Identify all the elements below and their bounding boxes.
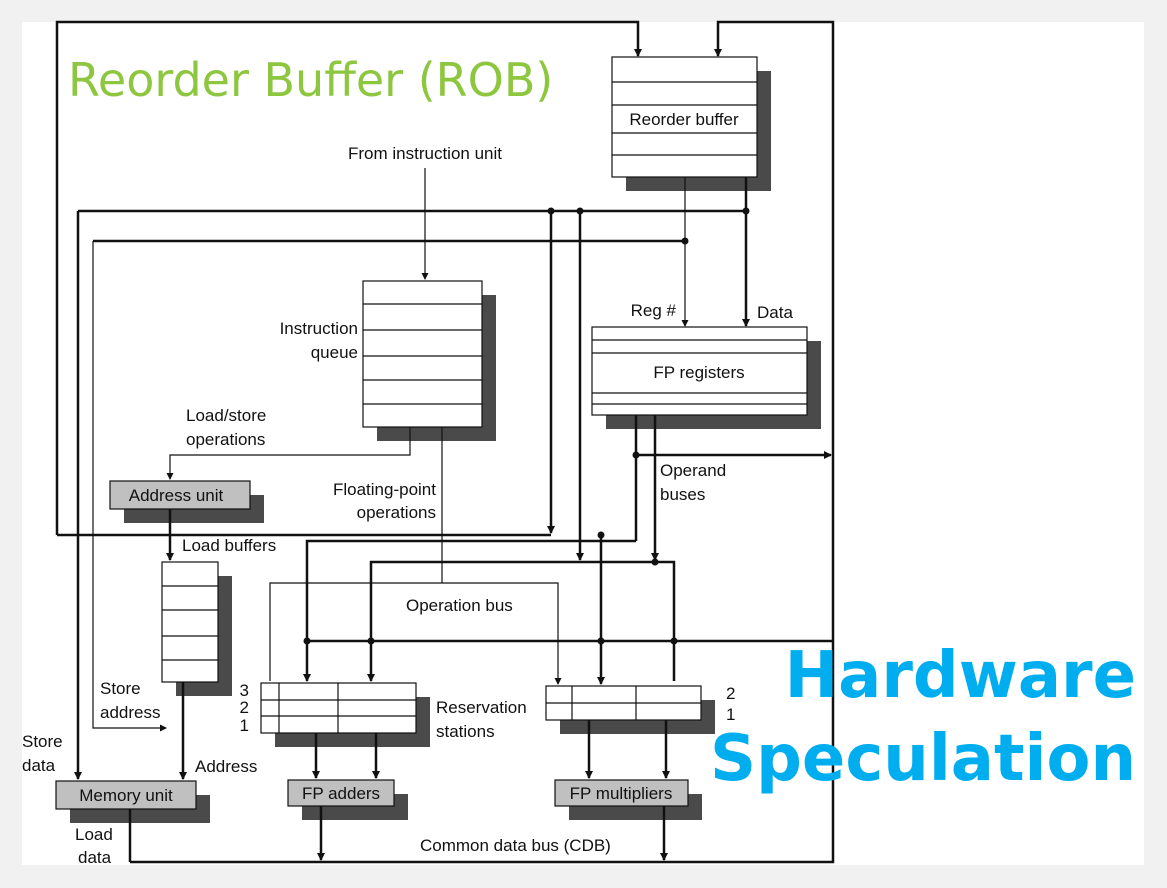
cdb-label: Common data bus (CDB) (420, 836, 611, 855)
floating-point-label-1: Floating-point (333, 480, 436, 499)
bus-junctions (303, 207, 750, 645)
rob-title: Reorder Buffer (ROB) (68, 53, 553, 107)
load-store-label-1: Load/store (186, 406, 266, 425)
fp-adders-unit: FP adders (287, 779, 408, 820)
memory-unit: Memory unit (55, 780, 210, 823)
fp-multipliers-label: FP multipliers (570, 784, 673, 803)
reservation-stations-label-1: Reservation (436, 698, 527, 717)
rs-mult-number-2: 2 (726, 684, 735, 703)
address-unit: Address unit (109, 480, 264, 523)
reservation-stations-adders (260, 682, 430, 747)
load-buffers-label: Load buffers (182, 536, 276, 555)
rs-adder-number-2: 2 (240, 698, 249, 717)
fp-adders-label: FP adders (302, 784, 380, 803)
fp-multipliers-unit: FP multipliers (554, 779, 702, 820)
from-instruction-unit-label: From instruction unit (348, 144, 502, 163)
hardware-speculation-title-1: Hardware (785, 639, 1136, 713)
operation-bus-label: Operation bus (406, 596, 513, 615)
instruction-queue-label-2: queue (311, 343, 358, 362)
address-unit-label: Address unit (129, 486, 224, 505)
store-data-label-2: data (22, 756, 56, 775)
rs-mult-number-1: 1 (726, 705, 735, 724)
wires (55, 20, 835, 864)
reservation-stations-label-2: stations (436, 722, 495, 741)
store-data-label-1: Store (22, 732, 63, 751)
address-label: Address (195, 757, 257, 776)
rs-adder-number-1: 1 (240, 716, 249, 735)
fp-registers-label: FP registers (653, 363, 744, 382)
store-address-label-1: Store (100, 679, 141, 698)
store-address-label-2: address (100, 703, 160, 722)
load-store-label-2: operations (186, 430, 265, 449)
reorder-buffer-unit: Reorder buffer (611, 56, 771, 191)
fp-registers-unit: FP registers (591, 326, 821, 429)
reg-number-label: Reg # (631, 301, 677, 320)
reorder-buffer-label: Reorder buffer (629, 110, 739, 129)
operand-buses-label-1: Operand (660, 461, 726, 480)
memory-unit-label: Memory unit (79, 786, 173, 805)
load-buffers (161, 561, 232, 696)
reservation-stations-multipliers (545, 685, 715, 734)
data-label: Data (757, 303, 793, 322)
operand-buses-label-2: buses (660, 485, 705, 504)
instruction-queue (362, 280, 496, 441)
rs-adder-number-3: 3 (240, 681, 249, 700)
load-data-label-1: Load (75, 825, 113, 844)
floating-point-label-2: operations (357, 503, 436, 522)
load-data-label-2: data (78, 848, 112, 867)
hardware-speculation-title-2: Speculation (710, 722, 1136, 796)
instruction-queue-label-1: Instruction (280, 319, 358, 338)
